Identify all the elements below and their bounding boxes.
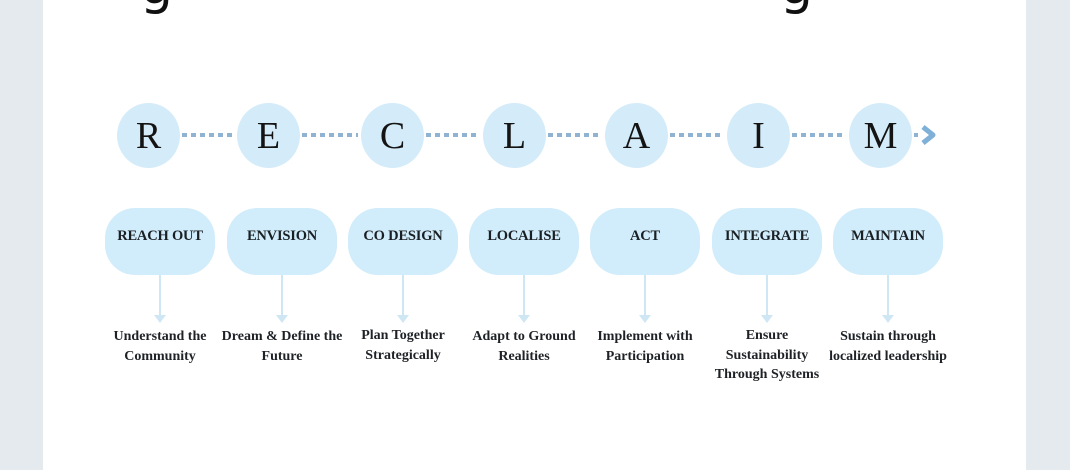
down-connector: [644, 275, 646, 318]
step-description: Ensure Sustainability Through Systems: [714, 328, 820, 382]
dotted-connector: [302, 133, 358, 137]
step-description: Adapt to Ground Realities: [472, 329, 576, 364]
heading-fragment: g: [780, 0, 813, 20]
dotted-connector: [914, 133, 918, 137]
step-pill: INTEGRATE: [712, 208, 822, 275]
step-pill: CO DESIGN: [348, 208, 458, 275]
step-label: MAINTAIN: [851, 228, 925, 244]
down-connector: [159, 275, 161, 318]
down-connector: [281, 275, 283, 318]
dotted-connector: [670, 133, 724, 137]
step-description: Implement with Participation: [597, 329, 693, 364]
heading-fragment: g: [140, 0, 173, 20]
step-description: Dream & Define the Future: [221, 329, 343, 364]
letter-circle: M: [849, 103, 912, 168]
letter-circle: I: [727, 103, 790, 168]
step-description: Sustain through localized leadership: [829, 329, 947, 364]
step-description: Plan Together Strategically: [361, 328, 445, 363]
arrow-right-icon: [921, 125, 936, 145]
step-label: LOCALISE: [487, 228, 561, 244]
letter-circle: L: [483, 103, 546, 168]
step-pill: REACH OUT: [105, 208, 215, 275]
step-description: Understand the Community: [113, 329, 207, 364]
dotted-connector: [182, 133, 234, 137]
dotted-connector: [426, 133, 480, 137]
arrow-down-icon: [276, 315, 288, 323]
step-pill: ENVISION: [227, 208, 337, 275]
step-label: INTEGRATE: [724, 228, 810, 244]
letter-circle: E: [237, 103, 300, 168]
letter-circle: A: [605, 103, 668, 168]
step-pill: MAINTAIN: [833, 208, 943, 275]
letter-circle: R: [117, 103, 180, 168]
down-connector: [523, 275, 525, 318]
step-label: ENVISION: [246, 228, 318, 244]
step-label: CO DESIGN: [363, 228, 443, 244]
arrow-down-icon: [882, 315, 894, 323]
step-pill: LOCALISE: [469, 208, 579, 275]
dotted-connector: [548, 133, 602, 137]
down-connector: [402, 275, 404, 318]
arrow-down-icon: [639, 315, 651, 323]
down-connector: [887, 275, 889, 318]
down-connector: [766, 275, 768, 318]
arrow-down-icon: [154, 315, 166, 323]
arrow-down-icon: [518, 315, 530, 323]
arrow-down-icon: [761, 315, 773, 323]
dotted-connector: [792, 133, 846, 137]
step-label: REACH OUT: [117, 228, 203, 244]
letter-circle: C: [361, 103, 424, 168]
arrow-down-icon: [397, 315, 409, 323]
step-label: ACT: [629, 228, 660, 244]
step-pill: ACT: [590, 208, 700, 275]
